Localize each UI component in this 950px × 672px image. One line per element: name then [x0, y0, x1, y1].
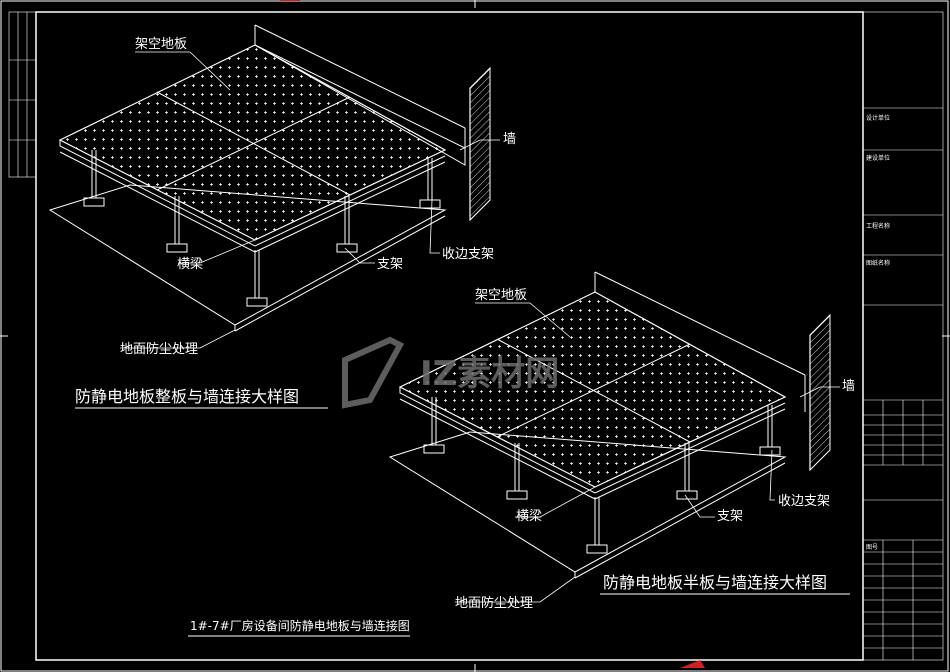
detail-half-drawing: [388, 271, 840, 603]
pedestals-2: [423, 397, 781, 554]
watermark: IZ素材网: [342, 336, 559, 409]
title-block-field-3: 工程名称: [866, 222, 890, 230]
detail-half-wall-label: 墙: [842, 379, 855, 394]
wall-hatch-2: [809, 313, 831, 472]
detail-full-beam-label: 横梁: [177, 257, 203, 272]
detail-half-floor-label: 架空地板: [475, 288, 527, 303]
title-block-field-5: 图号: [866, 544, 878, 551]
title-block: [862, 11, 944, 661]
revision-table: [8, 11, 37, 178]
watermark-text: IZ素材网: [420, 354, 559, 394]
detail-half-dust-label: 地面防尘处理: [455, 595, 533, 611]
detail-full-drawing: [48, 24, 500, 349]
footer-title: 1#-7#厂房设备间防静电地板与墙连接图: [190, 618, 410, 633]
pedestals: [83, 150, 441, 307]
detail-half-beam-label: 横梁: [516, 509, 542, 524]
detail-half-support-label: 支架: [717, 509, 743, 524]
detail-full-title: 防静电地板整板与墙连接大样图: [75, 387, 299, 406]
wall-hatch: [469, 66, 491, 222]
detail-full-edge-support-label: 收边支架: [442, 247, 494, 262]
detail-half-edge-support-label: 收边支架: [778, 494, 830, 509]
detail-full-dust-label: 地面防尘处理: [120, 341, 198, 357]
red-mark: [680, 660, 705, 668]
detail-full-floor-label: 架空地板: [135, 37, 187, 52]
detail-half-title: 防静电地板半板与墙连接大样图: [603, 573, 827, 592]
detail-full-wall-label: 墙: [503, 132, 516, 147]
title-block-field-1: 设计单位: [866, 114, 890, 122]
title-block-field-4: 图纸名称: [866, 259, 890, 267]
title-block-field-2: 建设单位: [866, 154, 890, 162]
detail-full-support-label: 支架: [377, 257, 403, 272]
